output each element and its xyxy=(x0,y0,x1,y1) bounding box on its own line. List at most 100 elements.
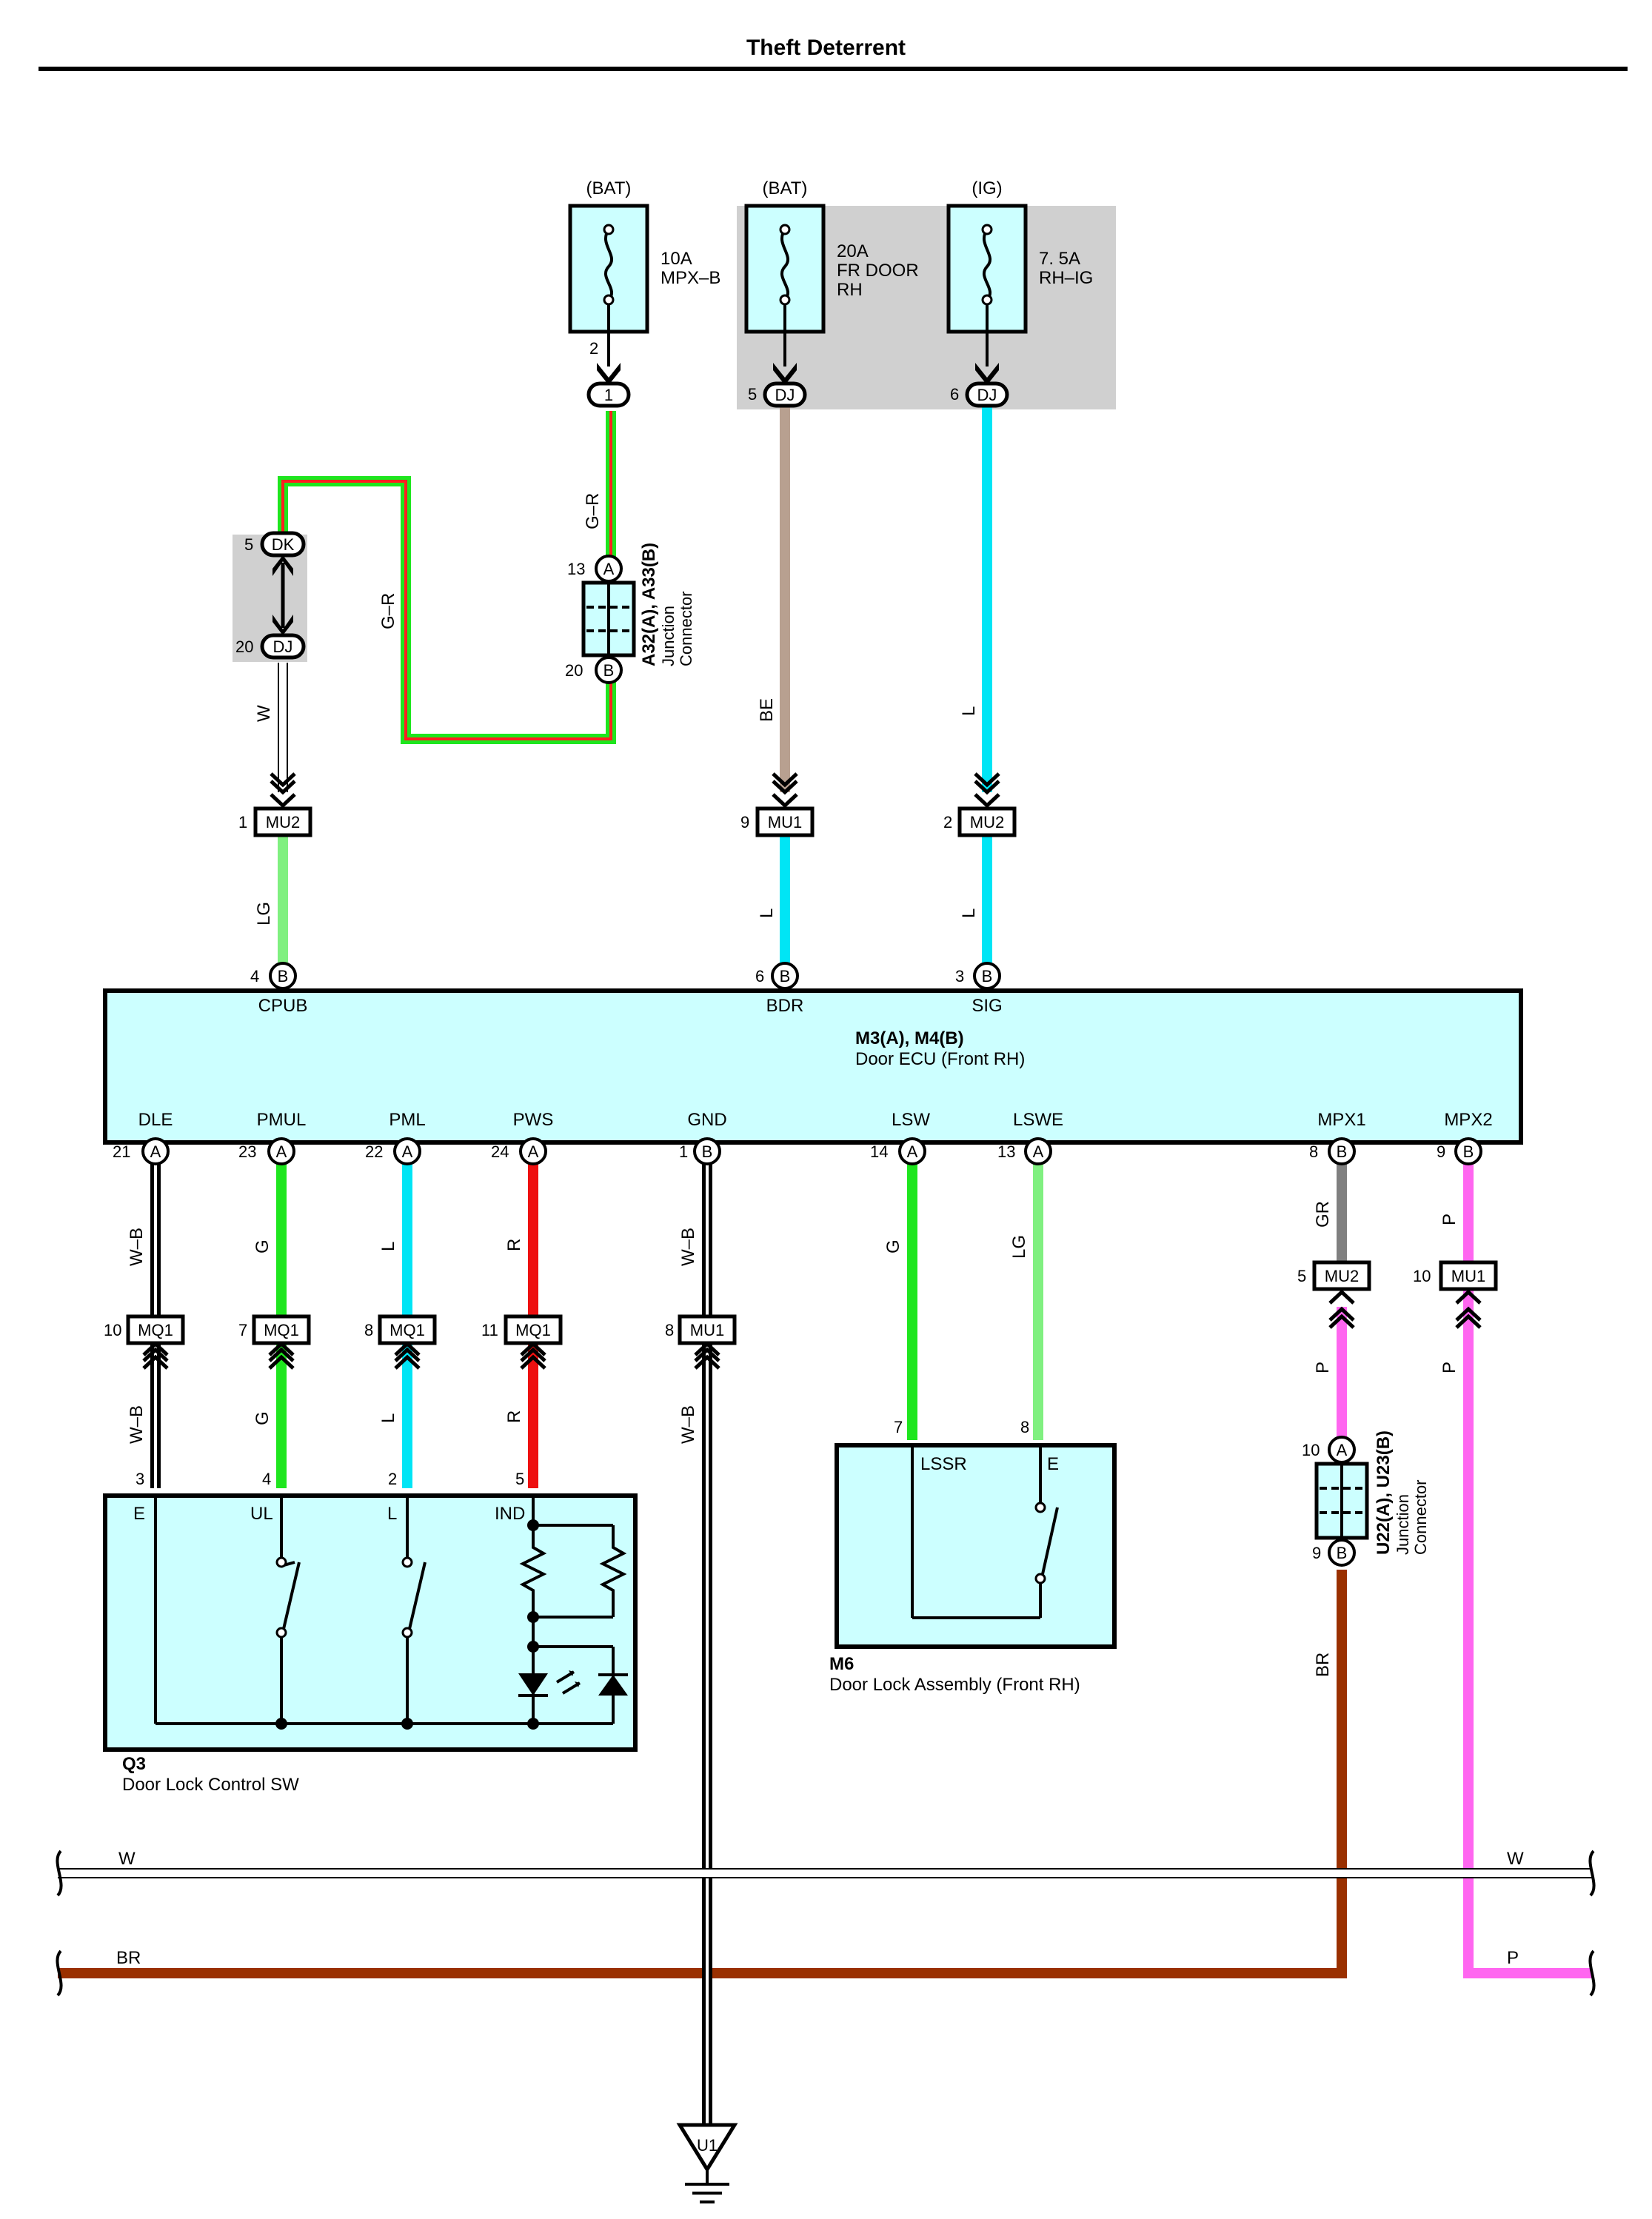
svg-text:A: A xyxy=(528,1142,539,1161)
svg-text:BE: BE xyxy=(757,698,777,722)
svg-text:5: 5 xyxy=(244,535,253,554)
svg-text:PMUL: PMUL xyxy=(257,1110,307,1130)
svg-text:MPX2: MPX2 xyxy=(1444,1110,1492,1130)
svg-text:7: 7 xyxy=(238,1321,247,1339)
svg-text:LG: LG xyxy=(254,902,274,926)
svg-text:B: B xyxy=(1337,1544,1348,1562)
svg-text:7: 7 xyxy=(894,1418,903,1436)
svg-text:LSW: LSW xyxy=(892,1110,930,1130)
svg-text:5: 5 xyxy=(1297,1267,1306,1285)
svg-text:L: L xyxy=(959,706,979,716)
svg-text:G: G xyxy=(253,1411,272,1425)
svg-text:1: 1 xyxy=(679,1142,688,1161)
svg-text:24: 24 xyxy=(491,1142,509,1161)
svg-text:W: W xyxy=(254,705,274,722)
ecu-bottom-pin-mpx2: MPX2 B 9 xyxy=(1437,1110,1493,1165)
svg-text:B: B xyxy=(982,967,993,985)
svg-text:9: 9 xyxy=(740,813,749,831)
svg-text:E: E xyxy=(1047,1454,1059,1474)
svg-text:P: P xyxy=(1439,1214,1459,1225)
wire-labels: G–R G–R W BE L LG L L W–B G L R W–B G LG… xyxy=(127,493,1459,1677)
bus-w-right-label: W xyxy=(1507,1849,1524,1869)
svg-text:B: B xyxy=(1337,1142,1348,1161)
ecu-bottom-pin-dle: DLE A 21 xyxy=(113,1110,173,1165)
wire-p-mpx2 xyxy=(1463,1159,1592,1978)
svg-text:20: 20 xyxy=(565,661,583,680)
q3-switch-contacts xyxy=(275,1556,413,1639)
connector-1: 1 xyxy=(586,381,631,408)
q3-diodes xyxy=(518,1670,628,1696)
svg-text:8: 8 xyxy=(665,1321,674,1339)
ecu-desc: Door ECU (Front RH) xyxy=(855,1049,1025,1069)
svg-text:W–B: W–B xyxy=(127,1228,147,1266)
svg-text:10: 10 xyxy=(1302,1441,1320,1459)
fuse2-name1: FR DOOR xyxy=(837,261,919,281)
fuse3-pin: 6 xyxy=(950,385,959,404)
connector-mu1-8: MU1 8 xyxy=(665,1314,737,1345)
svg-text:DK: DK xyxy=(272,535,295,554)
fuse2-source: (BAT) xyxy=(763,178,808,198)
svg-text:B: B xyxy=(780,967,791,985)
junction-u22-label: U22(A), U23(B) Junction Connector xyxy=(1374,1430,1430,1555)
svg-text:CPUB: CPUB xyxy=(258,996,308,1016)
svg-text:Connector: Connector xyxy=(677,591,695,666)
connector-mu2-5: MU2 5 xyxy=(1297,1260,1371,1291)
svg-text:1: 1 xyxy=(238,813,247,831)
svg-text:A: A xyxy=(402,1142,413,1161)
svg-text:22: 22 xyxy=(365,1142,383,1161)
fuse1-source: (BAT) xyxy=(586,178,632,198)
ground-symbol: U1 xyxy=(676,2123,738,2203)
svg-text:B: B xyxy=(278,967,289,985)
connector-arrows xyxy=(597,363,999,385)
svg-text:W–B: W–B xyxy=(678,1228,698,1266)
svg-text:14: 14 xyxy=(870,1142,888,1161)
svg-text:MU2: MU2 xyxy=(266,813,300,831)
ecu-box xyxy=(103,988,1523,1145)
chevrons-up xyxy=(142,1306,1482,1370)
svg-text:UL: UL xyxy=(250,1504,273,1524)
connector-mu1-9: MU1 9 xyxy=(740,806,815,837)
svg-text:6: 6 xyxy=(755,967,764,985)
svg-text:L: L xyxy=(378,1413,398,1423)
m6-internal-circuit xyxy=(911,1445,1059,1619)
fuse2-name2: RH xyxy=(837,280,863,300)
ecu-bottom-pin-pml: PML A 22 xyxy=(365,1110,426,1165)
svg-text:MU1: MU1 xyxy=(1451,1267,1485,1285)
svg-text:MU1: MU1 xyxy=(768,813,802,831)
q3-desc: Door Lock Control SW xyxy=(122,1775,299,1795)
connector-dk: DK 5 xyxy=(244,531,306,558)
svg-text:LSWE: LSWE xyxy=(1013,1110,1063,1130)
svg-text:B: B xyxy=(702,1142,713,1161)
svg-text:A: A xyxy=(1033,1142,1044,1161)
m6-pins: 7 8 LSSR E xyxy=(894,1418,1059,1474)
connector-mq1-11: MQ1 11 xyxy=(481,1314,563,1345)
svg-text:G–R: G–R xyxy=(583,493,603,529)
fuse-fr-door-rh xyxy=(744,204,826,367)
fuse3-rating: 7. 5A xyxy=(1039,249,1080,269)
svg-text:U22(A), U23(B): U22(A), U23(B) xyxy=(1374,1430,1394,1555)
bus-p-right-label: P xyxy=(1507,1948,1519,1968)
junction-connector-u22: A 10 B 9 xyxy=(1302,1436,1369,1567)
fuse-rh-ig xyxy=(946,204,1028,367)
svg-text:13: 13 xyxy=(997,1142,1015,1161)
m6-box xyxy=(835,1443,1117,1649)
svg-text:DJ: DJ xyxy=(273,637,293,656)
bus-break-marks xyxy=(56,1850,1596,1997)
wire-br-u22 xyxy=(58,1570,1347,1978)
connector-dj-6: DJ xyxy=(965,381,1009,408)
svg-text:IND: IND xyxy=(495,1504,525,1524)
svg-text:Junction: Junction xyxy=(1394,1494,1412,1555)
svg-text:GND: GND xyxy=(687,1110,726,1130)
ecu-bottom-pin-pmul: PMUL A 23 xyxy=(238,1110,307,1165)
connector-mq1-10: MQ1 10 xyxy=(104,1314,185,1345)
page-title: Theft Deterrent xyxy=(746,36,906,60)
fuse1-rating: 10A xyxy=(661,249,692,269)
svg-text:P: P xyxy=(1439,1362,1459,1373)
bus-br-left-label: BR xyxy=(116,1948,141,1968)
svg-text:A: A xyxy=(603,560,615,578)
svg-text:GR: GR xyxy=(1313,1201,1333,1228)
connector-mu2-2: MU2 2 xyxy=(943,806,1017,837)
svg-text:8: 8 xyxy=(1020,1418,1029,1436)
svg-text:9: 9 xyxy=(1437,1142,1445,1161)
svg-text:BR: BR xyxy=(1313,1653,1333,1677)
